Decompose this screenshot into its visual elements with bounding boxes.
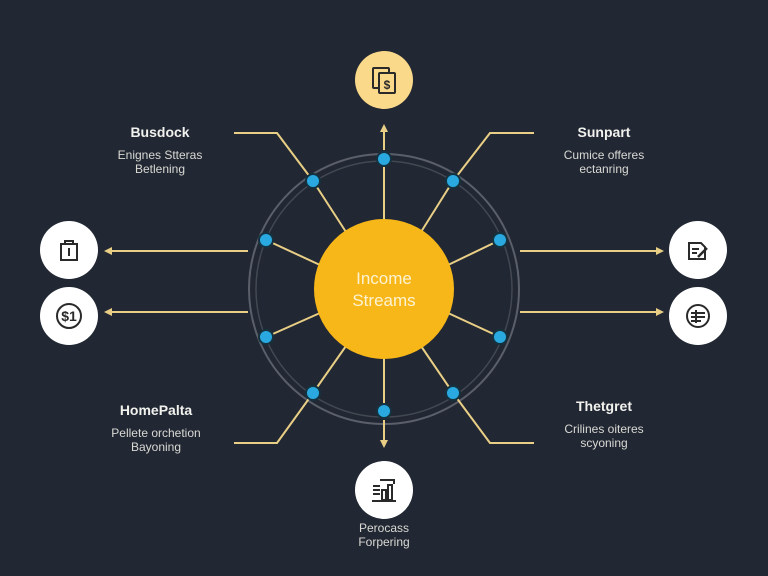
spoke (265, 239, 321, 266)
label-bottom-right-sub1: Crilines oiteres (564, 422, 644, 436)
spoke (265, 312, 321, 338)
label-bottom-left-sub1: Pellete orchetion (111, 426, 201, 440)
bar-chart-icon (355, 461, 413, 519)
connector-top-right (452, 132, 534, 182)
label-top-right: Sunpart Cumice offeres ectanring (534, 123, 674, 176)
label-top-left-sub1: Enignes Stteras (117, 148, 203, 162)
label-bottom-left-sub2: Bayoning (130, 440, 182, 454)
svg-text:$: $ (384, 78, 391, 92)
connectors (104, 124, 664, 448)
label-bottom: Perocass Forpering (314, 521, 454, 549)
spoke (447, 239, 501, 266)
label-bottom-right-title: Thetgret (576, 398, 632, 414)
connector-bottom-right (452, 392, 534, 444)
ring-node (445, 385, 461, 401)
connector-bottom-left (234, 392, 314, 444)
spoke (420, 345, 454, 394)
ring-nodes (258, 151, 508, 419)
ring-node (492, 329, 508, 345)
label-bottom-sub2: Forpering (358, 535, 410, 549)
document-edit-icon (669, 221, 727, 279)
label-bottom-left: HomePalta Pellete orchetion Bayoning (86, 401, 226, 454)
center-circle (314, 219, 454, 359)
svg-text:$1: $1 (61, 308, 77, 324)
ring-node (305, 173, 321, 189)
connector-top-left (234, 132, 314, 182)
label-top-left: Busdock Enignes Stteras Betlening (90, 123, 230, 176)
ring-node (376, 151, 392, 167)
spoke (312, 345, 347, 394)
label-top-right-sub1: Cumice offeres (563, 148, 645, 162)
label-bottom-right-sub2: scyoning (580, 436, 628, 450)
label-top-right-title: Sunpart (577, 124, 631, 140)
spoke (447, 312, 501, 338)
spokes (265, 159, 501, 410)
dollar-coin-icon: $1 (40, 287, 98, 345)
ring-node (258, 329, 274, 345)
receipt-dollar-icon: $ (355, 51, 413, 109)
spoke (312, 180, 347, 233)
form-list-icon (669, 287, 727, 345)
label-bottom-right: Thetgret Crilines oiteres scyoning (534, 397, 674, 450)
ring-node (492, 232, 508, 248)
ring-node (258, 232, 274, 248)
ring-node (305, 385, 321, 401)
label-top-right-sub2: ectanring (579, 162, 629, 176)
label-top-left-title: Busdock (130, 124, 190, 140)
label-bottom-sub1: Perocass (358, 521, 410, 535)
ring-node (376, 403, 392, 419)
label-top-left-sub2: Betlening (134, 162, 186, 176)
ring-node (445, 173, 461, 189)
shopping-bag-icon (40, 221, 98, 279)
label-bottom-left-title: HomePalta (119, 402, 193, 418)
spoke (420, 180, 454, 233)
